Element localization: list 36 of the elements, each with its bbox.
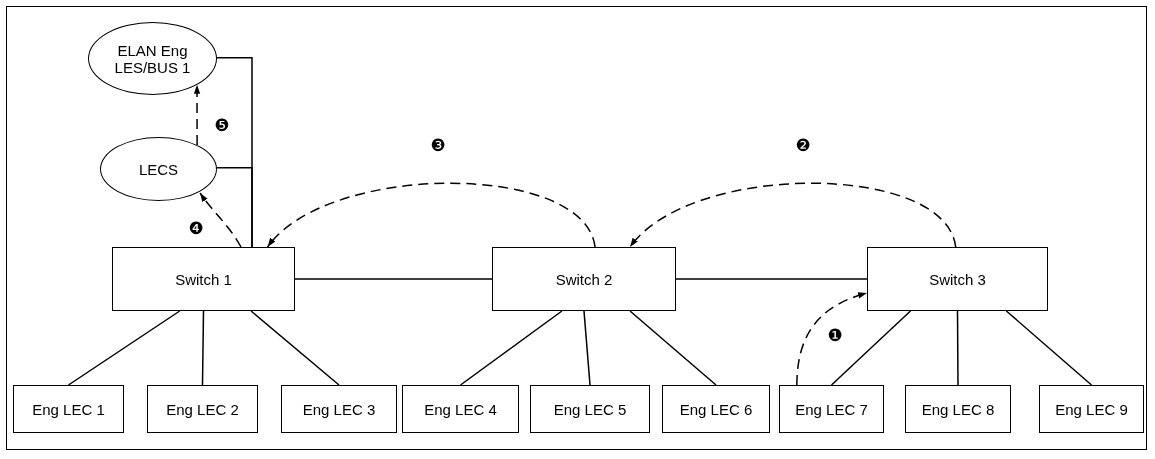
device-box: Eng LEC 6 bbox=[662, 385, 770, 433]
connector-line bbox=[629, 310, 717, 386]
switch-box: Switch 3 bbox=[867, 247, 1048, 311]
connector-line bbox=[201, 310, 205, 386]
device-box: Eng LEC 3 bbox=[281, 385, 397, 433]
dashed-arrow bbox=[266, 182, 596, 248]
switch-box: Switch 2 bbox=[492, 247, 676, 311]
connector-line bbox=[830, 310, 912, 386]
callout-number: ❷ bbox=[794, 136, 812, 154]
connector-line bbox=[67, 310, 181, 386]
dashed-arrow bbox=[199, 192, 242, 248]
callout-number: ❶ bbox=[826, 326, 844, 344]
connector-line bbox=[216, 166, 253, 248]
callout-number: ❹ bbox=[187, 219, 205, 237]
callout-number: ❺ bbox=[213, 116, 231, 134]
device-box: Eng LEC 8 bbox=[905, 385, 1011, 433]
callout-number: ❸ bbox=[429, 136, 447, 154]
device-box: Eng LEC 2 bbox=[147, 385, 258, 433]
connector-line bbox=[459, 310, 563, 386]
dashed-arrow bbox=[629, 182, 957, 248]
connector-line bbox=[294, 278, 493, 280]
server-ellipse: ELAN Eng LES/BUS 1 bbox=[88, 22, 217, 95]
device-box: Eng LEC 5 bbox=[530, 385, 650, 433]
connector-line bbox=[583, 310, 591, 386]
connector-line bbox=[250, 310, 340, 386]
connector-line bbox=[956, 310, 959, 386]
dashed-arrow bbox=[796, 292, 868, 386]
device-box: Eng LEC 9 bbox=[1039, 385, 1144, 433]
device-box: Eng LEC 1 bbox=[13, 385, 124, 433]
device-box: Eng LEC 4 bbox=[402, 385, 519, 433]
server-ellipse: LECS bbox=[100, 137, 217, 201]
connector-line bbox=[1005, 310, 1093, 386]
dashed-arrow bbox=[193, 84, 201, 146]
connector-line bbox=[675, 278, 868, 280]
switch-box: Switch 1 bbox=[112, 247, 295, 311]
device-box: Eng LEC 7 bbox=[779, 385, 884, 433]
